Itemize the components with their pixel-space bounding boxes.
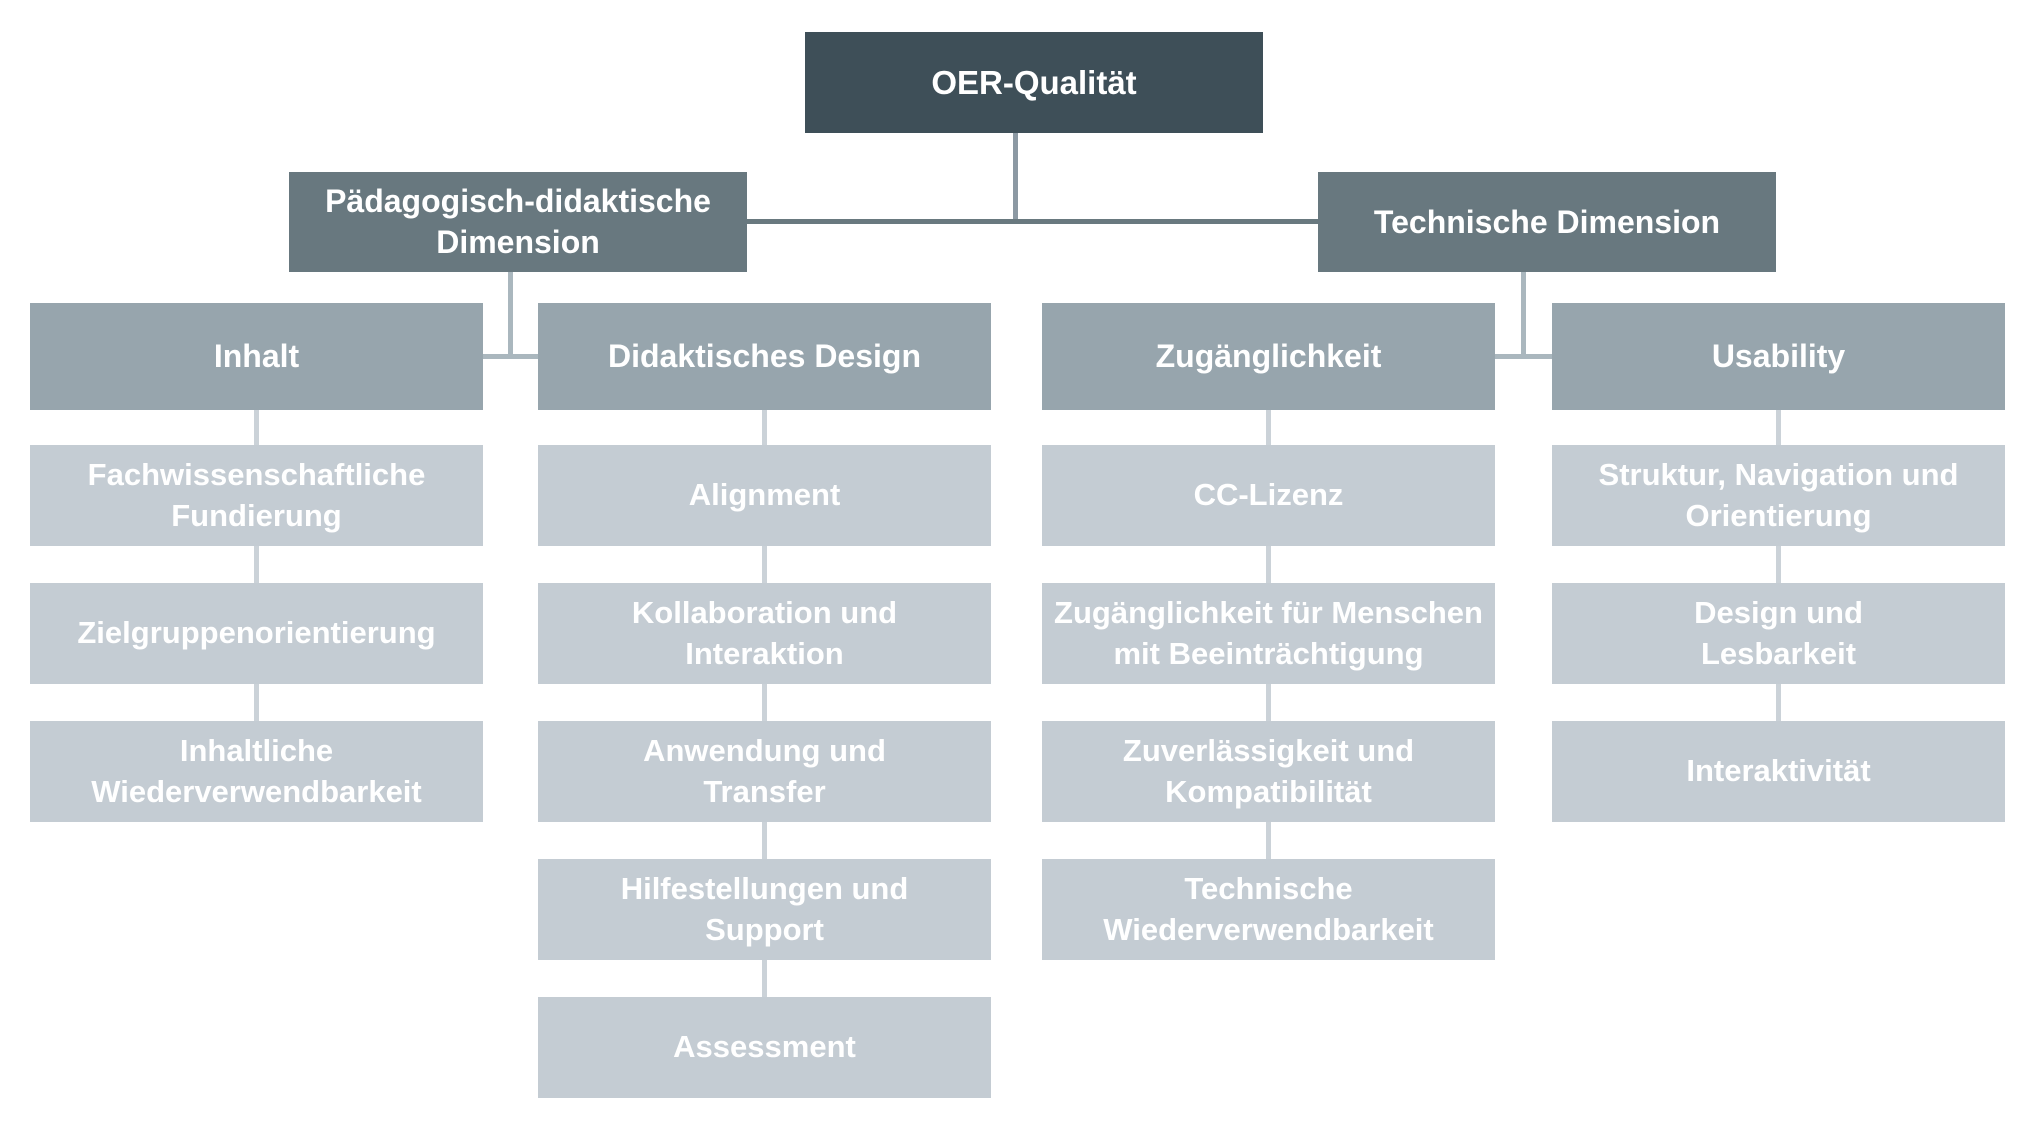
node-oer-qualitaet: OER-Qualität (805, 32, 1263, 133)
connector-col3-seg1 (1266, 410, 1271, 445)
node-usability: Usability (1552, 303, 2005, 410)
connector-dimensions-horizontal (747, 219, 1318, 224)
node-kollaboration-und-interaktion: Kollaboration und Interaktion (538, 583, 991, 684)
node-struktur-navigation-und-orientierung: Struktur, Navigation und Orientierung (1552, 445, 2005, 546)
node-fachwissenschaftliche-fundierung: Fachwissenschaftliche Fundierung (30, 445, 483, 546)
node-assessment: Assessment (538, 997, 991, 1098)
connector-col2-seg4 (762, 822, 767, 859)
node-paedagogisch-didaktische-dimension: Pädagogisch-didaktische Dimension (289, 172, 747, 272)
connector-col3-seg2 (1266, 546, 1271, 583)
connector-col1-seg3 (254, 684, 259, 721)
node-cc-lizenz: CC-Lizenz (1042, 445, 1495, 546)
connector-col3-seg4 (1266, 822, 1271, 859)
connector-inhalt-didaktisches-horizontal (483, 354, 538, 359)
connector-col1-seg1 (254, 410, 259, 445)
connector-col4-seg3 (1776, 684, 1781, 721)
node-inhaltliche-wiederverwendbarkeit: Inhaltliche Wiederverwendbarkeit (30, 721, 483, 822)
connector-col2-seg1 (762, 410, 767, 445)
node-hilfestellungen-und-support: Hilfestellungen und Support (538, 859, 991, 960)
node-design-und-lesbarkeit: Design und Lesbarkeit (1552, 583, 2005, 684)
node-alignment: Alignment (538, 445, 991, 546)
node-zugaenglichkeit-fuer-menschen-mit-beeintraechtigung: Zugänglichkeit für Menschen mit Beeinträ… (1042, 583, 1495, 684)
connector-col4-seg1 (1776, 410, 1781, 445)
node-didaktisches-design: Didaktisches Design (538, 303, 991, 410)
node-zugaenglichkeit: Zugänglichkeit (1042, 303, 1495, 410)
node-zuverlaessigkeit-und-kompatibilitaet: Zuverlässigkeit und Kompatibilität (1042, 721, 1495, 822)
connector-paedagogisch-vertical (508, 272, 513, 359)
connector-col1-seg2 (254, 546, 259, 583)
node-technische-wiederverwendbarkeit: Technische Wiederverwendbarkeit (1042, 859, 1495, 960)
connector-technische-vertical (1521, 272, 1526, 359)
connector-col2-seg2 (762, 546, 767, 583)
node-zielgruppenorientierung: Zielgruppenorientierung (30, 583, 483, 684)
connector-col2-seg5 (762, 960, 767, 997)
node-anwendung-und-transfer: Anwendung und Transfer (538, 721, 991, 822)
node-interaktivitaet: Interaktivität (1552, 721, 2005, 822)
connector-zugaenglichkeit-usability-horizontal (1495, 354, 1552, 359)
node-inhalt: Inhalt (30, 303, 483, 410)
node-technische-dimension: Technische Dimension (1318, 172, 1776, 272)
connector-col2-seg3 (762, 684, 767, 721)
connector-root-vertical (1013, 133, 1018, 222)
connector-col3-seg3 (1266, 684, 1271, 721)
connector-col4-seg2 (1776, 546, 1781, 583)
